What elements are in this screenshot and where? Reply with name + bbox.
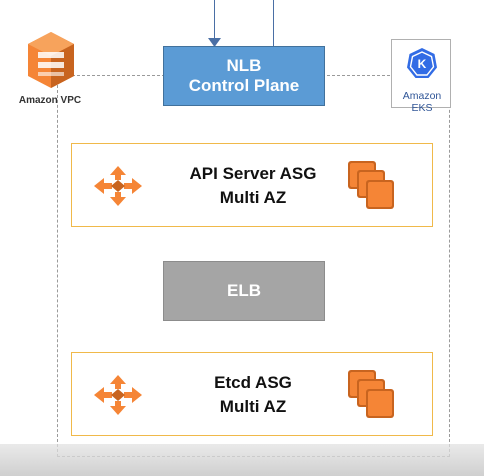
ec2-instances-icon [348,161,394,209]
etcd-asg-title: Etcd ASG [214,373,292,392]
elb-box: ELB [163,261,325,321]
kubernetes-icon-letter: K [418,57,427,71]
auto-scaling-arrows-icon [94,166,142,206]
kubernetes-icon: K [407,48,437,78]
auto-scaling-arrows-icon [94,375,142,415]
api-server-asg-title: API Server ASG [189,164,317,183]
elb-label: ELB [227,281,261,300]
etcd-asg-subtitle: Multi AZ [219,397,287,416]
connector-line-right [273,0,274,46]
ec2-instances-icon [348,370,394,418]
connector-line-left [214,0,215,40]
connector-arrowhead [208,38,221,47]
nlb-subtitle: Control Plane [188,76,300,95]
etcd-asg-box: Etcd ASG Multi AZ [71,352,433,436]
nlb-title: NLB [226,56,262,75]
vpc-label: Amazon VPC [18,95,82,106]
nlb-control-plane-box: NLB Control Plane [163,46,325,106]
api-server-asg-text: API Server ASG Multi AZ [167,144,339,228]
eks-label: Amazon EKS [402,90,442,114]
etcd-asg-text: Etcd ASG Multi AZ [167,353,339,437]
amazon-vpc-icon [28,32,74,88]
api-server-asg-box: API Server ASG Multi AZ [71,143,433,227]
api-server-asg-subtitle: Multi AZ [219,188,287,207]
amazon-eks-box: K Amazon EKS [391,39,451,114]
